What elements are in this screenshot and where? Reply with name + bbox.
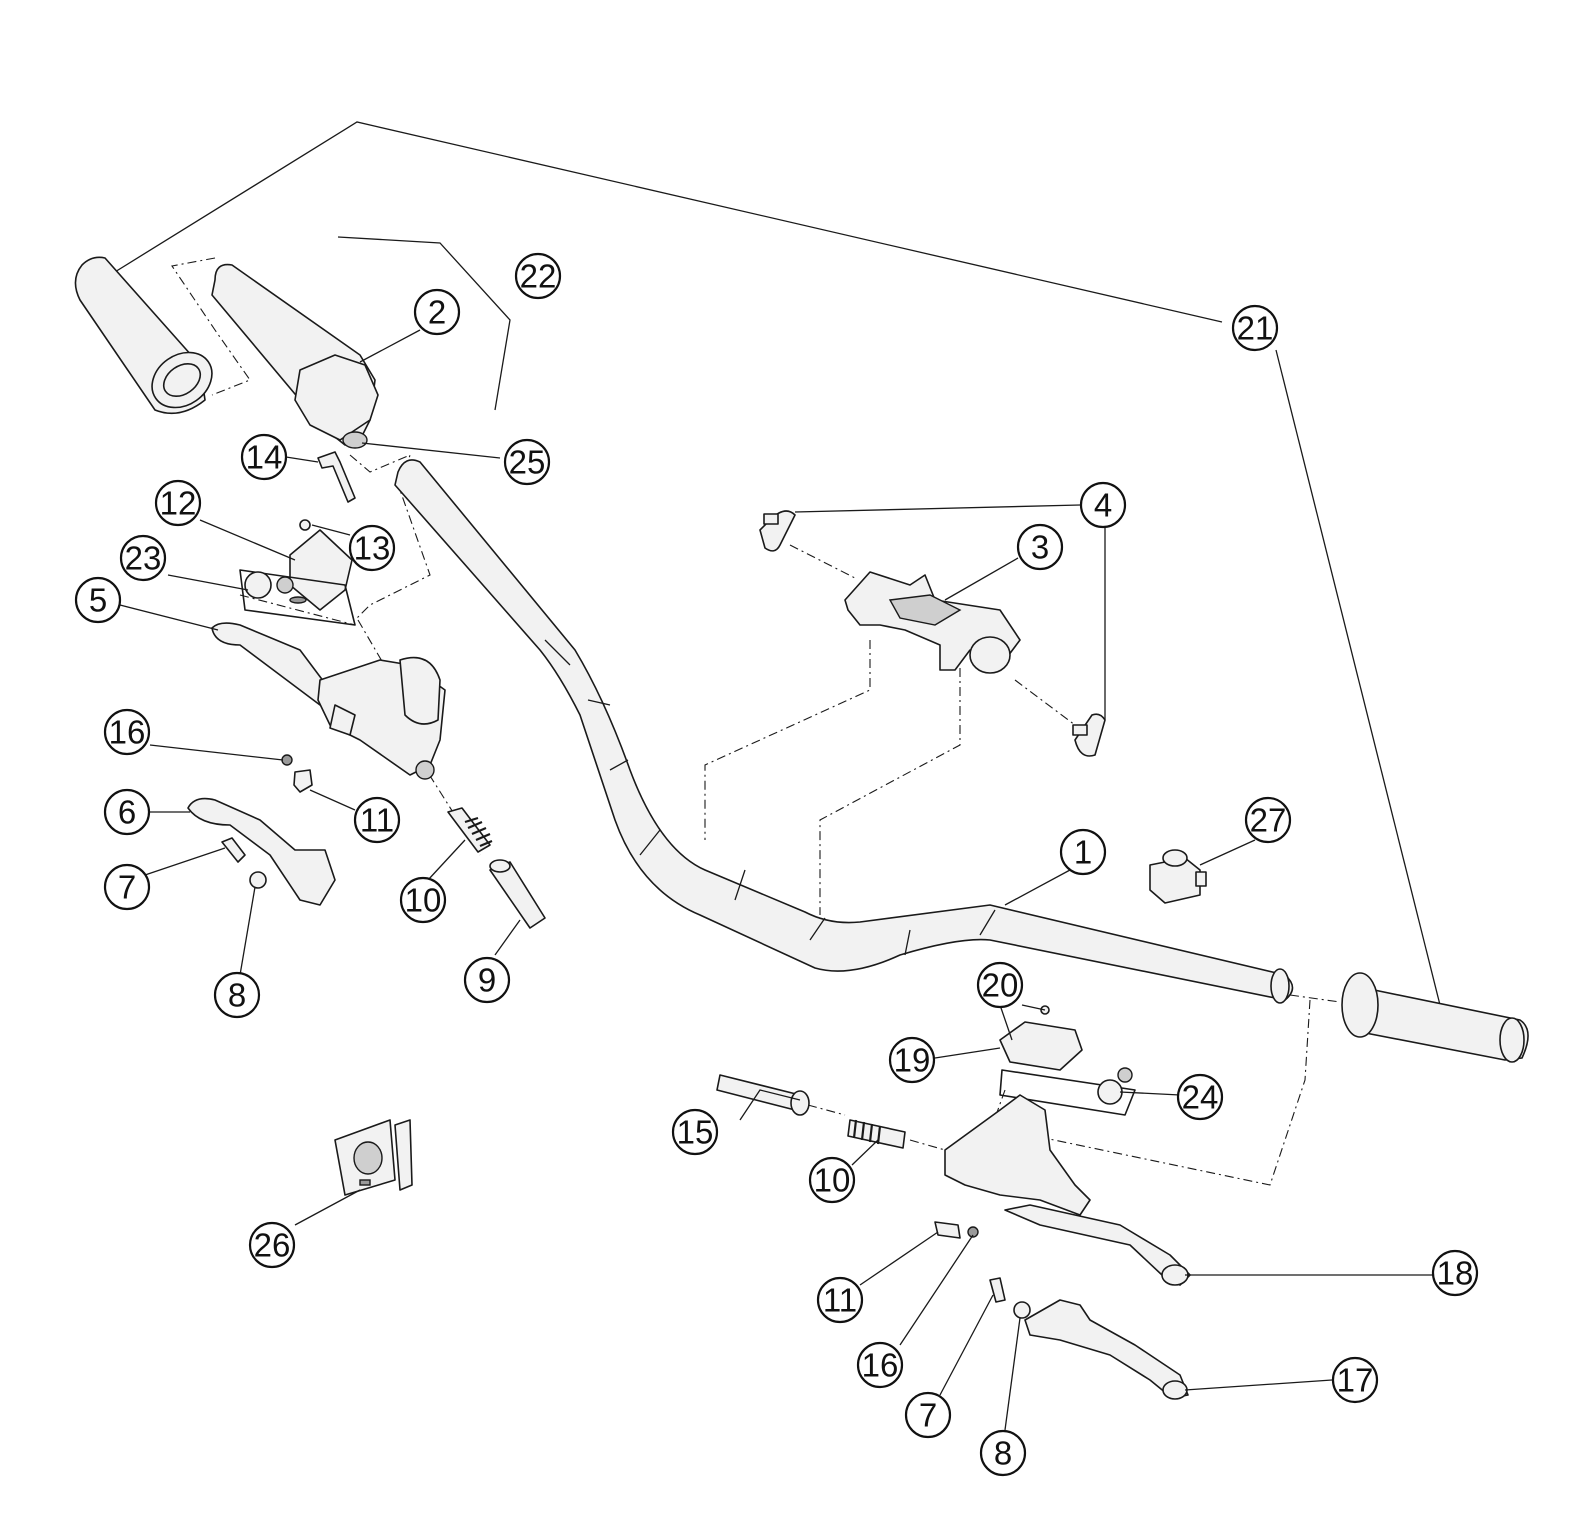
callout-7b: 7 — [904, 1391, 952, 1439]
callout-26: 26 — [248, 1221, 296, 1269]
callout-12: 12 — [154, 479, 202, 527]
callout-8b: 8 — [979, 1429, 1027, 1477]
callout-25-label: 25 — [509, 444, 546, 481]
callout-16b: 16 — [856, 1341, 904, 1389]
callout-21-label: 21 — [1237, 310, 1274, 347]
callout-4: 4 — [1079, 481, 1127, 529]
callout-16b-label: 16 — [862, 1347, 899, 1384]
callout-24: 24 — [1176, 1073, 1224, 1121]
callout-2: 2 — [413, 288, 461, 336]
callout-10b-label: 10 — [814, 1162, 851, 1199]
callout-19: 19 — [888, 1036, 936, 1084]
lever-right-icon — [1024, 1299, 1189, 1400]
callout-27: 27 — [1244, 796, 1292, 844]
callout-20-label: 20 — [982, 967, 1019, 1004]
grip-icon — [74, 256, 213, 415]
callout-11b-label: 11 — [823, 1282, 857, 1319]
callout-7a-label: 7 — [118, 869, 136, 906]
pin-icon — [317, 451, 356, 503]
callout-5: 5 — [74, 576, 122, 624]
lever-icon — [187, 797, 336, 906]
switch-housing-icon — [334, 1119, 413, 1196]
callout-15-label: 15 — [677, 1114, 714, 1151]
callouts: 1 2 3 4 5 6 7 8 9 10 11 12 13 14 15 16 1… — [74, 252, 1479, 1477]
callout-27-label: 27 — [1250, 802, 1287, 839]
callout-12-label: 12 — [160, 485, 197, 522]
switch-icon — [1149, 849, 1207, 904]
callout-14-label: 14 — [246, 439, 283, 476]
callout-11a: 11 — [353, 796, 401, 844]
callout-17: 17 — [1331, 1356, 1379, 1404]
callout-18-label: 18 — [1437, 1255, 1474, 1292]
throttle-housing-icon — [211, 263, 379, 449]
leader-21-frame — [109, 121, 1441, 1006]
callout-26-label: 26 — [254, 1227, 291, 1264]
reservoir-cap-right-icon — [999, 1005, 1136, 1116]
leader-lines — [119, 236, 1432, 1431]
plunger-right-icon — [716, 1074, 810, 1116]
callout-13: 13 — [348, 524, 396, 572]
callout-22: 22 — [514, 252, 562, 300]
grip-right-icon — [1341, 972, 1529, 1063]
callout-11b: 11 — [816, 1276, 864, 1324]
master-cylinder-right-icon — [944, 1094, 1191, 1286]
callout-6-label: 6 — [118, 794, 136, 831]
callout-8a-label: 8 — [228, 977, 246, 1014]
callout-1: 1 — [1059, 828, 1107, 876]
callout-9: 9 — [463, 956, 511, 1004]
callout-10b: 10 — [808, 1156, 856, 1204]
callout-17-label: 17 — [1337, 1362, 1374, 1399]
callout-10a: 10 — [399, 876, 447, 924]
callout-4-label: 4 — [1094, 487, 1112, 524]
callout-3-label: 3 — [1031, 529, 1049, 566]
callout-8a: 8 — [213, 971, 261, 1019]
callout-23-label: 23 — [125, 540, 162, 577]
handlebar-clamp-icon — [844, 571, 1021, 674]
nut-icon — [281, 754, 313, 793]
callout-18: 18 — [1431, 1249, 1479, 1297]
callout-8b-label: 8 — [994, 1435, 1012, 1472]
master-cylinder-icon — [211, 622, 446, 780]
small-parts-right-icon — [934, 1221, 1031, 1319]
callout-1-label: 1 — [1074, 834, 1092, 871]
callout-15: 15 — [671, 1108, 719, 1156]
spring-icon — [447, 807, 493, 853]
callout-5-label: 5 — [89, 582, 107, 619]
callout-6: 6 — [103, 788, 151, 836]
plunger-icon — [489, 859, 546, 929]
handlebar-icon — [394, 459, 1294, 1004]
callout-2-label: 2 — [428, 294, 446, 331]
callout-11a-label: 11 — [360, 802, 394, 839]
callout-24-label: 24 — [1182, 1079, 1219, 1116]
callout-23: 23 — [119, 534, 167, 582]
callout-3: 3 — [1016, 523, 1064, 571]
callout-14: 14 — [240, 433, 288, 481]
callout-22-label: 22 — [520, 258, 557, 295]
callout-20: 20 — [976, 961, 1024, 1009]
callout-16a-label: 16 — [109, 714, 146, 751]
callout-9-label: 9 — [478, 962, 496, 999]
callout-7b-label: 7 — [919, 1397, 937, 1434]
callout-25: 25 — [503, 438, 551, 486]
callout-10a-label: 10 — [405, 882, 442, 919]
callout-19-label: 19 — [894, 1042, 931, 1079]
callout-16a: 16 — [103, 708, 151, 756]
callout-13-label: 13 — [354, 530, 391, 567]
callout-7a: 7 — [103, 863, 151, 911]
spring-right-icon — [847, 1119, 906, 1149]
callout-21: 21 — [1231, 304, 1279, 352]
reservoir-cap-icon — [239, 519, 356, 626]
